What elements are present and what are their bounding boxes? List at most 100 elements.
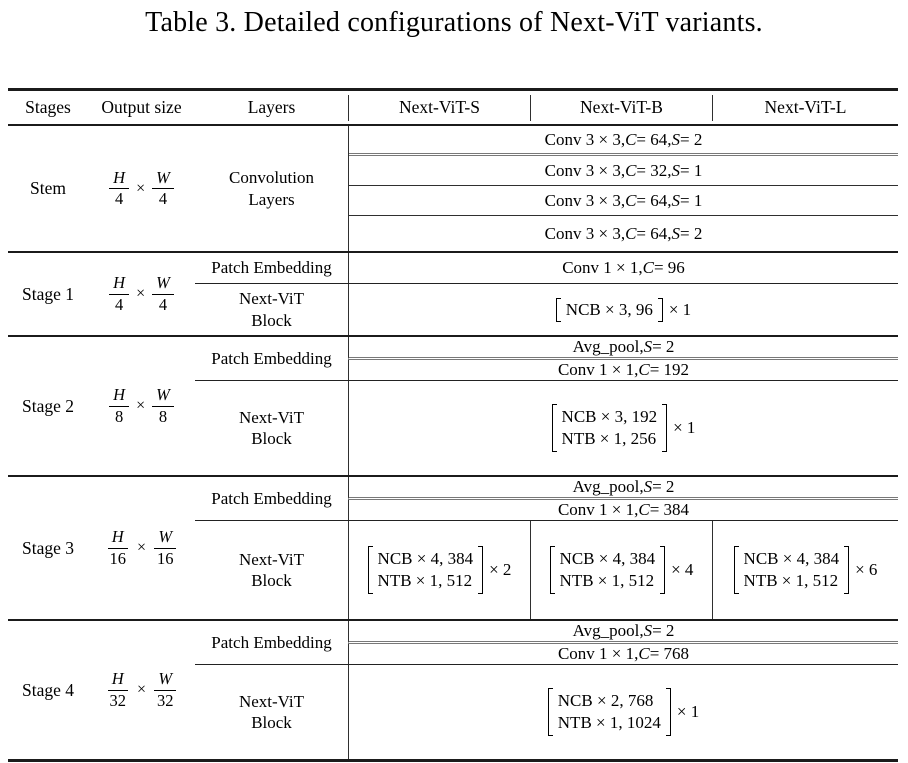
output-size-cell: H 16 × W 16 bbox=[88, 477, 195, 619]
table-header-row: Stages Output size Layers Next-ViT-S Nex… bbox=[8, 91, 898, 126]
right-bracket bbox=[665, 688, 671, 736]
header-next-vit-s: Next-ViT-S bbox=[348, 94, 530, 121]
stage-rows: Patch Embedding Avg_pool, S = 2 Conv 1 ×… bbox=[195, 477, 898, 619]
stage-name: Stage 2 bbox=[21, 395, 74, 416]
row-divider bbox=[195, 664, 898, 665]
stage-rows: Patch Embedding Conv 1 × 1, C = 96 Next-… bbox=[195, 253, 898, 335]
patch-embedding-row: Patch Embedding Avg_pool, S = 2 Conv 1 ×… bbox=[195, 337, 898, 380]
table-row: Conv 3 × 3, C = 64, S = 2 bbox=[349, 126, 898, 156]
patch-embedding-row: Patch Embedding Conv 1 × 1, C = 96 bbox=[195, 253, 898, 283]
patch-embedding-label: Patch Embedding bbox=[211, 488, 332, 508]
fraction: W 4 bbox=[152, 169, 174, 208]
conv-row: Conv 1 × 1, C = 192 bbox=[348, 360, 898, 380]
left-bracket bbox=[549, 546, 555, 594]
patch-embedding-value: Conv 1 × 1, C = 96 bbox=[348, 253, 898, 283]
row-divider bbox=[195, 283, 898, 284]
times-sign: × bbox=[136, 539, 147, 556]
stage-name: Stem bbox=[30, 178, 66, 198]
avg-pool-row: Avg_pool, S = 2 bbox=[348, 477, 898, 500]
block-matrix: NCB × 3, 192 NTB × 1, 256 × 1 bbox=[551, 404, 696, 452]
section-stage4: Stage 4 H 32 × W 32 Patch Embedding Avg_… bbox=[8, 619, 898, 759]
table-row: Conv 3 × 3, C = 64, S = 2 bbox=[544, 223, 703, 243]
block-cell-next-vit-l: NCB × 4, 384 NTB × 1, 512 × 6 bbox=[712, 521, 898, 619]
block-multiplier: × 1 bbox=[668, 299, 692, 319]
header-stages: Stages bbox=[25, 97, 71, 117]
right-bracket bbox=[844, 546, 850, 594]
avg-pool-row: Avg_pool, S = 2 bbox=[348, 621, 898, 644]
header-next-vit-l: Next-ViT-L bbox=[712, 94, 898, 121]
block-multiplier: × 6 bbox=[855, 560, 878, 579]
block-multiplier: × 4 bbox=[671, 560, 694, 579]
layers-label: Convolution Layers bbox=[228, 168, 314, 209]
next-vit-block-row: Next-ViT Block NCB × 3, 96 × 1 bbox=[195, 284, 898, 335]
fraction: H 32 bbox=[107, 669, 128, 710]
output-size-cell: H 4 × W 4 bbox=[88, 126, 195, 251]
left-bracket bbox=[367, 546, 373, 594]
stage-rows: Patch Embedding Avg_pool, S = 2 Conv 1 ×… bbox=[195, 621, 898, 759]
fraction: W 8 bbox=[152, 386, 174, 425]
block-matrix: NCB × 4, 384 NTB × 1, 512 × 2 bbox=[367, 546, 512, 594]
next-vit-block-value: NCB × 3, 192 NTB × 1, 256 × 1 bbox=[348, 381, 898, 475]
output-size-cell: H 4 × W 4 bbox=[88, 253, 195, 335]
fraction: W 32 bbox=[153, 670, 178, 709]
fraction: H 4 bbox=[109, 274, 130, 313]
left-bracket bbox=[733, 546, 739, 594]
header-layers: Layers bbox=[247, 97, 296, 117]
block-cell-next-vit-b: NCB × 4, 384 NTB × 1, 512 × 4 bbox=[530, 521, 712, 619]
left-bracket bbox=[551, 404, 557, 452]
right-bracket bbox=[657, 297, 663, 322]
patch-embedding-label: Patch Embedding bbox=[211, 348, 332, 368]
section-stage2: Stage 2 H 8 × W 8 Patch Embedding Avg_po… bbox=[8, 335, 898, 475]
patch-embedding-row: Patch Embedding Avg_pool, S = 2 Conv 1 ×… bbox=[195, 621, 898, 664]
times-sign: × bbox=[136, 397, 146, 414]
block-cell-next-vit-s: NCB × 4, 384 NTB × 1, 512 × 2 bbox=[348, 521, 530, 619]
block-multiplier: × 2 bbox=[489, 560, 512, 579]
next-vit-block-label: Next-ViT Block bbox=[238, 289, 305, 330]
output-size-cell: H 32 × W 32 bbox=[88, 621, 195, 759]
patch-embedding-subrows: Avg_pool, S = 2 Conv 1 × 1, C = 192 bbox=[348, 337, 898, 380]
block-matrix: NCB × 4, 384 NTB × 1, 512 × 6 bbox=[733, 546, 878, 594]
section-stage3: Stage 3 H 16 × W 16 Patch Embedding Avg_… bbox=[8, 475, 898, 619]
patch-embedding-row: Patch Embedding Avg_pool, S = 2 Conv 1 ×… bbox=[195, 477, 898, 520]
stem-conv-rows: Conv 3 × 3, C = 64, S = 2 Conv 3 × 3, C … bbox=[348, 126, 898, 251]
section-stage1: Stage 1 H 4 × W 4 Patch Embedding Conv 1… bbox=[8, 251, 898, 335]
left-bracket bbox=[555, 297, 561, 322]
next-vit-block-row: Next-ViT Block NCB × 2, 768 NTB × 1, 102… bbox=[195, 665, 898, 759]
right-bracket bbox=[660, 546, 666, 594]
block-multiplier: × 1 bbox=[673, 418, 696, 437]
avg-pool-row: Avg_pool, S = 2 bbox=[348, 337, 898, 360]
stage-name: Stage 3 bbox=[21, 537, 74, 558]
right-bracket bbox=[478, 546, 484, 594]
next-vit-block-label: Next-ViT Block bbox=[238, 691, 305, 732]
patch-embedding-label: Patch Embedding bbox=[211, 258, 332, 278]
header-output-size: Output size bbox=[101, 97, 182, 117]
table-caption: Table 3. Detailed configurations of Next… bbox=[145, 7, 763, 38]
next-vit-block-row: Next-ViT Block NCB × 4, 384 NTB × 1, 512… bbox=[195, 521, 898, 619]
output-size-cell: H 8 × W 8 bbox=[88, 337, 195, 475]
conv-row: Conv 1 × 1, C = 768 bbox=[348, 644, 898, 664]
patch-embedding-subrows: Avg_pool, S = 2 Conv 1 × 1, C = 768 bbox=[348, 621, 898, 664]
next-vit-block-value: NCB × 2, 768 NTB × 1, 1024 × 1 bbox=[348, 665, 898, 759]
patch-embedding-subrows: Avg_pool, S = 2 Conv 1 × 1, C = 384 bbox=[348, 477, 898, 520]
header-next-vit-b: Next-ViT-B bbox=[530, 94, 712, 121]
table-row: Conv 3 × 3, C = 32, S = 1 bbox=[349, 156, 898, 186]
patch-embedding-label: Patch Embedding bbox=[211, 632, 332, 652]
conv-row: Conv 1 × 1, C = 384 bbox=[348, 500, 898, 520]
stage-name: Stage 1 bbox=[21, 283, 74, 304]
next-vit-block-value: NCB × 3, 96 × 1 bbox=[348, 284, 898, 335]
times-sign: × bbox=[136, 285, 146, 302]
fraction: H 8 bbox=[109, 386, 130, 425]
next-vit-block-label: Next-ViT Block bbox=[238, 407, 305, 448]
left-bracket bbox=[547, 688, 553, 736]
stage-rows: Patch Embedding Avg_pool, S = 2 Conv 1 ×… bbox=[195, 337, 898, 475]
row-divider bbox=[195, 380, 898, 381]
fraction: W 4 bbox=[152, 274, 174, 313]
times-sign: × bbox=[136, 681, 147, 698]
row-divider bbox=[195, 520, 898, 521]
config-table: Stages Output size Layers Next-ViT-S Nex… bbox=[8, 88, 898, 762]
times-sign: × bbox=[136, 179, 146, 197]
right-bracket bbox=[662, 404, 668, 452]
section-stem: Stem H 4 × W 4 Convolution Layers Conv 3… bbox=[8, 126, 898, 251]
block-matrix: NCB × 4, 384 NTB × 1, 512 × 4 bbox=[549, 546, 694, 594]
